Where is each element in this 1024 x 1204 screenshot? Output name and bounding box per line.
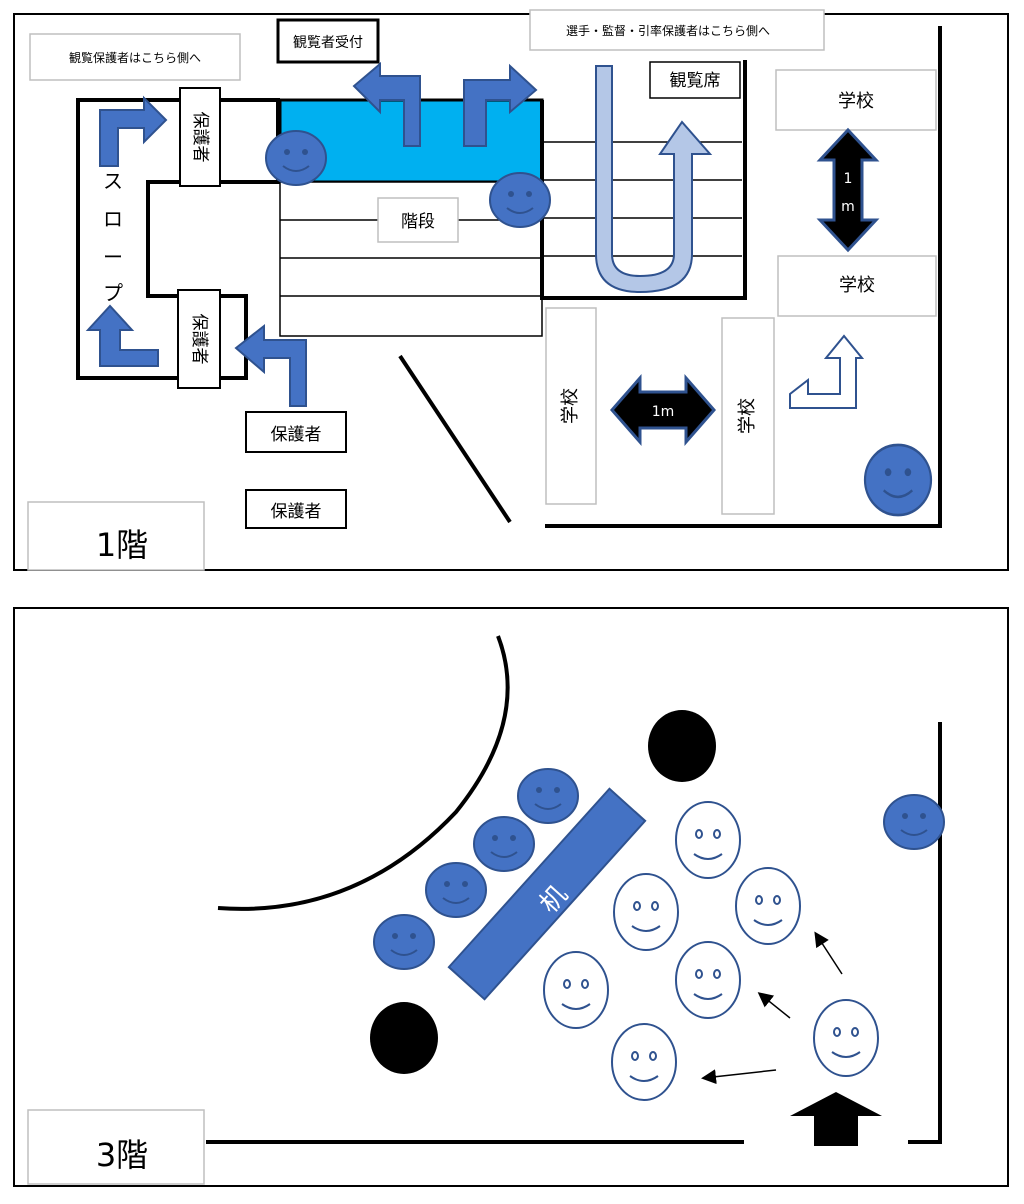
slope-char-3: ー: [103, 245, 123, 269]
desk: [447, 787, 647, 1001]
bent-arrow-right-icon: [463, 63, 538, 147]
school-label-2: 学校: [839, 275, 875, 296]
school-box-4: [721, 317, 775, 515]
reception-label: 観覧者受付: [293, 34, 363, 51]
visitor-smiley-icon: [735, 867, 801, 945]
school-box-3: [545, 307, 597, 505]
visitor-smiley-icon: [675, 801, 741, 879]
visitor-smiley-icon: [543, 951, 609, 1029]
guardian-box-1: [245, 411, 347, 453]
distance-vertical-2: m: [841, 199, 855, 215]
bent-arrow-left-icon: [352, 61, 421, 147]
guardian-label-bottom: 保護者: [189, 314, 209, 365]
floor3-right-wall: [908, 722, 942, 1144]
distance-vertical-1: 1: [844, 171, 853, 187]
spectator-note: 観覧保護者はこちら側へ: [69, 50, 201, 65]
players-note: 選手・監督・引率保護者はこちら側へ: [566, 23, 770, 38]
flow-arrow-icon: [814, 931, 843, 975]
reception-box: [276, 18, 380, 64]
diagonal-wall: [398, 354, 512, 524]
school-box-2: [777, 255, 937, 317]
floor1-frame: [13, 13, 1009, 571]
double-arrow-horizontal-icon: [610, 374, 716, 446]
guardian-box-top: [179, 87, 221, 187]
floor3-label: 3階: [96, 1136, 148, 1174]
spectator-note-box: [29, 33, 241, 81]
floor1-right-wall: [545, 26, 942, 528]
school-label-1: 学校: [838, 91, 874, 112]
visitor-smiley-icon: [813, 999, 879, 1077]
floor3-frame: [13, 607, 1009, 1187]
person-smiley-icon: [517, 768, 579, 824]
flow-arrow-icon: [701, 1069, 777, 1085]
slope-char-2: ロ: [103, 207, 123, 231]
visitor-smiley-icon: [611, 1023, 677, 1101]
floor1-label: 1階: [96, 526, 148, 564]
floor3-label-box: [27, 1109, 205, 1185]
pillar-bottom: [370, 1002, 438, 1074]
slope-char-4: プ: [103, 281, 123, 305]
school-box-1: [775, 69, 937, 131]
person-smiley-icon: [489, 172, 551, 228]
school-label-3: 学校: [560, 388, 581, 424]
distance-horizontal: 1m: [652, 404, 675, 420]
floor1-label-box: [27, 501, 205, 571]
guardian-box-2: [245, 489, 347, 529]
stairs-label: 階段: [401, 212, 435, 232]
school-label-4: 学校: [737, 398, 758, 434]
players-note-box: [529, 9, 825, 51]
entrance-arrow-icon: [790, 1092, 882, 1146]
seats-box: [649, 61, 741, 99]
guardian-label-1: 保護者: [271, 425, 322, 445]
entry-arrow-icon: [234, 323, 307, 407]
slope-char-1: ス: [103, 169, 123, 193]
person-smiley-icon: [473, 816, 535, 872]
guardian-label-2: 保護者: [271, 502, 322, 522]
pillar-top: [648, 710, 716, 782]
visitor-smiley-icon: [613, 873, 679, 951]
slope-arrow-bottom-icon: [85, 304, 159, 367]
guardian-label-top: 保護者: [190, 112, 210, 163]
u-turn-arrow-icon: [595, 65, 713, 294]
outline-bent-arrow-icon: [789, 334, 865, 409]
slope-outline: [76, 98, 280, 380]
curved-wall: [217, 635, 510, 911]
person-smiley-icon: [863, 443, 933, 517]
visitor-smiley-icon: [675, 941, 741, 1019]
person-smiley-icon: [425, 862, 487, 918]
stairs-box: [377, 197, 459, 243]
slope-arrow-top-icon: [99, 95, 168, 167]
double-arrow-vertical-icon: [816, 127, 880, 253]
flow-arrow-icon: [757, 992, 791, 1019]
person-smiley-icon: [373, 914, 435, 970]
person-smiley-icon: [883, 794, 945, 850]
guardian-box-bottom: [177, 289, 221, 389]
person-smiley-icon: [265, 130, 327, 186]
seats-label: 観覧席: [670, 71, 721, 91]
